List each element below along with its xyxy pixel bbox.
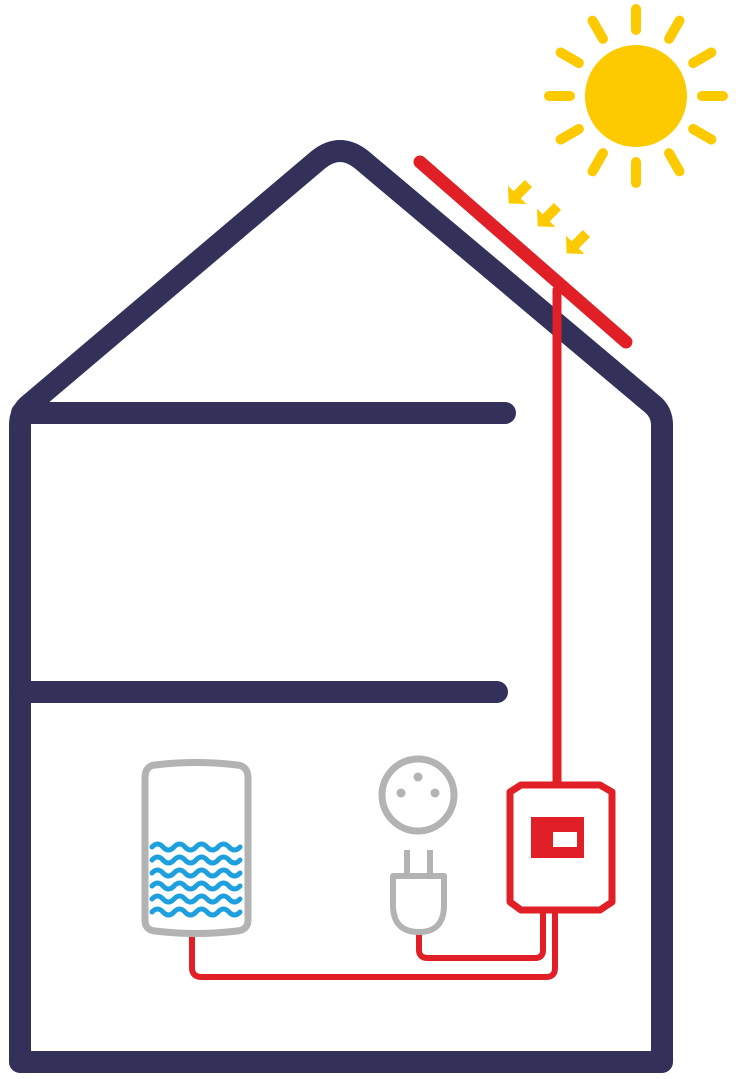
water-waves <box>149 841 243 918</box>
inverter-icon <box>506 781 616 914</box>
sun-disc <box>585 45 687 147</box>
power-plug-icon <box>390 850 447 935</box>
house-icon <box>9 140 673 1073</box>
sun-icon <box>544 4 728 188</box>
water-tank-icon <box>141 759 252 937</box>
water-wave <box>149 880 243 892</box>
solar-wiring <box>189 155 633 980</box>
sunlight-arrows-icon <box>507 179 591 255</box>
sun-ray <box>587 148 608 177</box>
sun-ray <box>664 15 685 44</box>
sun-ray <box>587 15 608 44</box>
power-socket-icon <box>378 755 458 835</box>
tank-wire <box>189 911 558 980</box>
sun-ray <box>664 148 685 177</box>
sun-ray <box>555 124 584 145</box>
water-wave <box>149 854 243 866</box>
sun-ray <box>688 124 717 145</box>
water-wave <box>149 841 243 853</box>
plug-wire <box>416 911 546 961</box>
water-wave <box>149 893 243 905</box>
sun-ray <box>688 47 717 68</box>
solar-panel-icon <box>413 155 633 349</box>
sun-ray <box>555 47 584 68</box>
water-wave <box>149 906 243 918</box>
water-wave <box>149 867 243 879</box>
